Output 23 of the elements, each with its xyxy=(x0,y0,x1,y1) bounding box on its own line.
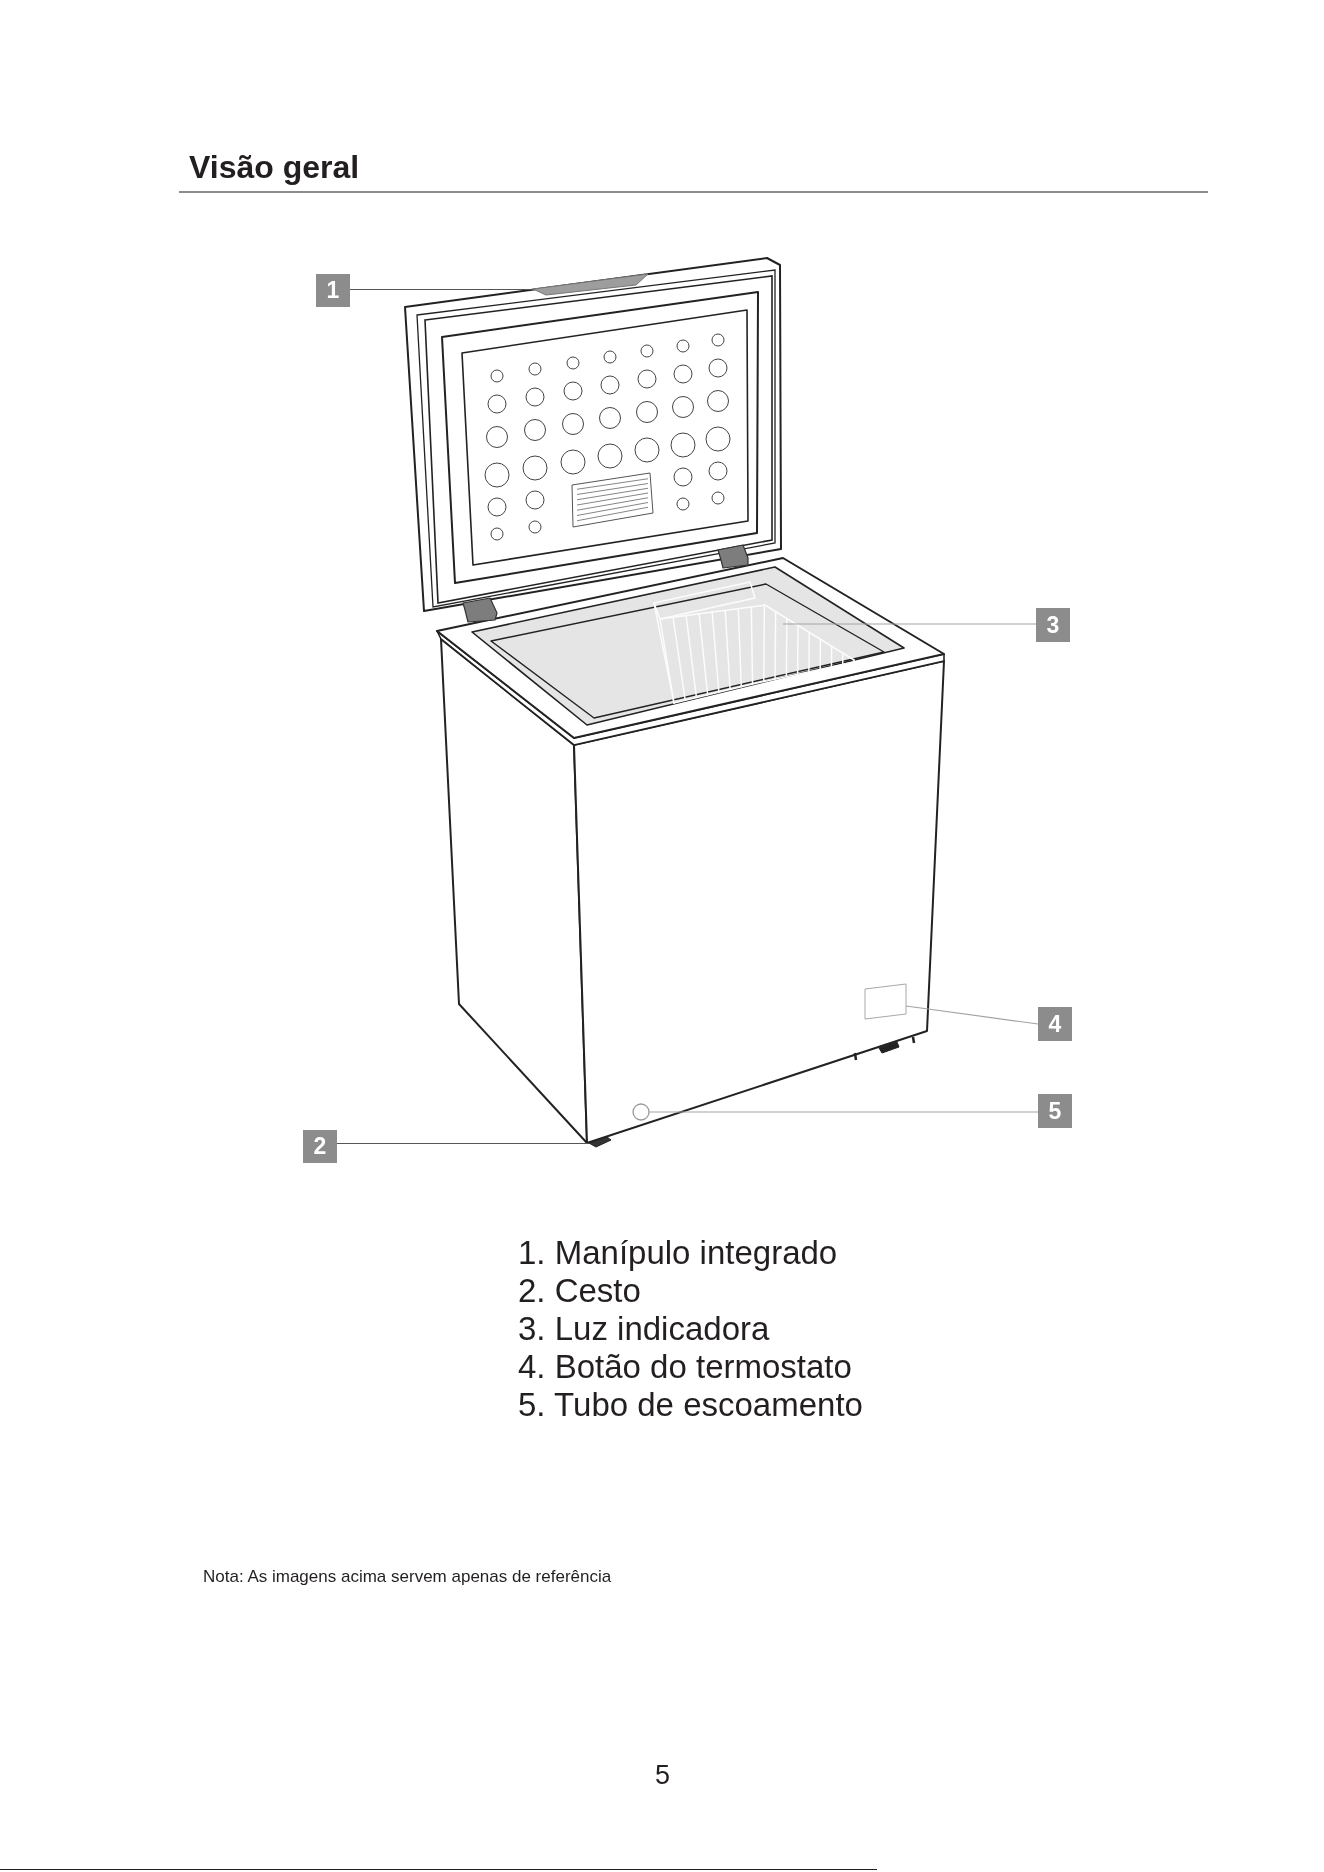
callout-number: 4 xyxy=(1038,1007,1072,1041)
leader-line xyxy=(782,623,1037,625)
callout-number: 2 xyxy=(303,1130,337,1163)
callout-number: 5 xyxy=(1038,1094,1072,1128)
leader-line xyxy=(349,288,534,291)
leader-line xyxy=(336,1142,590,1145)
foot xyxy=(588,1136,612,1148)
leader-line xyxy=(905,1005,1039,1025)
callout-number: 3 xyxy=(1036,608,1070,642)
callout-number: 1 xyxy=(316,274,350,307)
leader-line xyxy=(648,1111,1039,1113)
note-text: Nota: As imagens acima servem apenas de referência xyxy=(203,1567,612,1587)
parts-list-item: 5. Tubo de escoamento xyxy=(518,1386,863,1424)
lid-handle xyxy=(532,273,649,296)
parts-list-item: 4. Botão do termostato xyxy=(518,1348,852,1386)
wire-basket xyxy=(653,581,855,704)
parts-list-item: 2. Cesto xyxy=(518,1272,641,1310)
section-title: Visão geral xyxy=(189,151,360,183)
parts-list-item: 3. Luz indicadora xyxy=(518,1310,770,1348)
page-number: 5 xyxy=(655,1760,671,1790)
thermostat-panel xyxy=(864,983,907,1020)
drain-outlet xyxy=(632,1103,650,1121)
parts-list-item: 1. Manípulo integrado xyxy=(518,1234,838,1272)
